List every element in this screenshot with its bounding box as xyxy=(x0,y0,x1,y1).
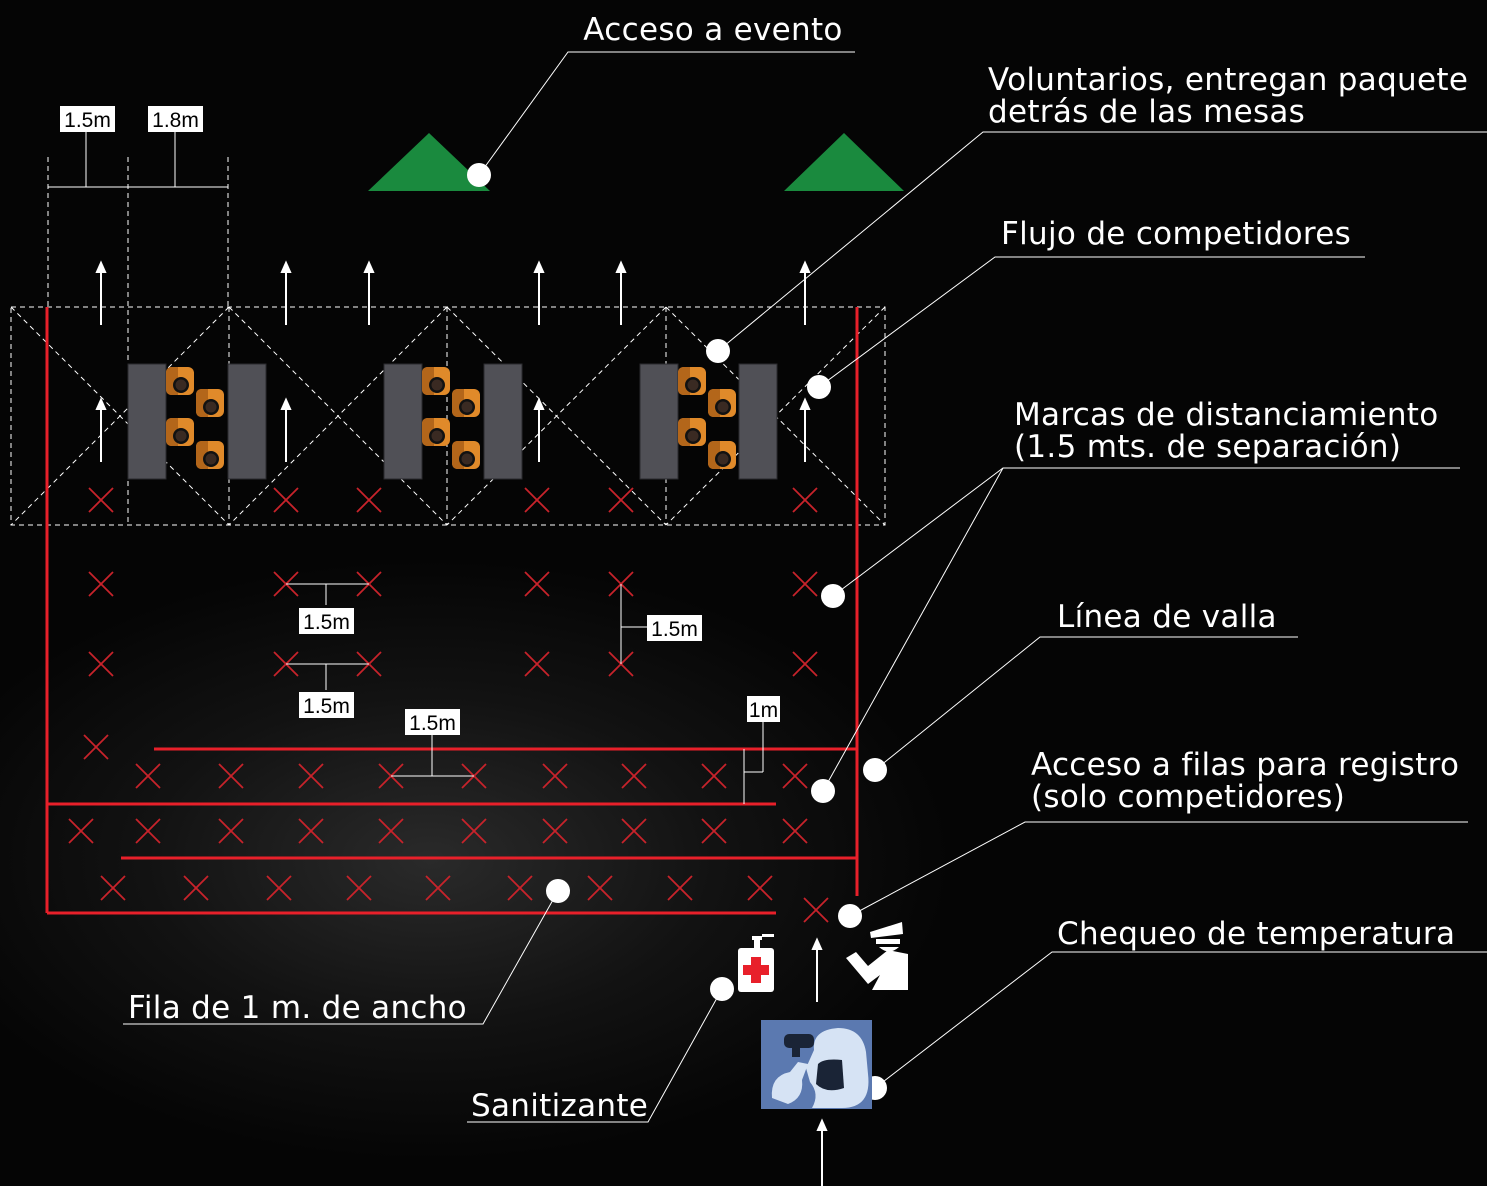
label-acceso-filas: Acceso a filas para registro xyxy=(1031,747,1459,783)
callout-labels: Acceso a evento Voluntarios, entregan pa… xyxy=(128,12,1468,1124)
label-chequeo: Chequeo de temperatura xyxy=(1057,916,1455,952)
label-acceso-evento: Acceso a evento xyxy=(583,12,842,48)
mark-spacing-lines xyxy=(286,583,764,804)
callout-leaders xyxy=(123,51,1487,1123)
temperature-check-icon xyxy=(761,1020,872,1109)
access-triangle-icon xyxy=(368,133,490,191)
dimension-tag-5: 1.5m xyxy=(303,695,350,718)
sanitizer-icon xyxy=(738,934,774,992)
dimension-tag-4: 1.5m xyxy=(651,618,698,641)
label-voluntarios: Voluntarios, entregan paquete xyxy=(988,62,1468,98)
dimension-tag-2: 1.8m xyxy=(152,109,199,132)
label-acceso-filas-line2: (solo competidores) xyxy=(1031,779,1345,815)
label-flujo: Flujo de competidores xyxy=(1001,216,1351,252)
callout-dots xyxy=(467,163,887,1100)
label-sanitizante: Sanitizante xyxy=(471,1088,648,1124)
security-guard-icon xyxy=(846,922,908,990)
registration-tables xyxy=(127,363,778,480)
dimension-tag-3: 1.5m xyxy=(303,611,350,634)
label-fila: Fila de 1 m. de ancho xyxy=(128,990,467,1026)
dimension-tag-6: 1.5m xyxy=(409,712,456,735)
dimension-tag-1: 1.5m xyxy=(64,109,111,132)
dimension-tag-7: 1m xyxy=(749,699,778,722)
label-voluntarios-line2: detrás de las mesas xyxy=(988,94,1305,130)
access-triangle-icon xyxy=(784,133,904,191)
label-marcas-line2: (1.5 mts. de separación) xyxy=(1014,429,1401,465)
label-marcas: Marcas de distanciamiento xyxy=(1014,397,1439,433)
top-dimension-lines xyxy=(48,132,228,188)
label-linea-valla: Línea de valla xyxy=(1057,599,1277,635)
dimension-tags: 1.5m 1.8m 1.5m 1.5m 1.5m 1.5m 1m xyxy=(60,106,780,735)
fence-lines xyxy=(45,307,859,915)
flow-arrows xyxy=(95,260,828,1186)
